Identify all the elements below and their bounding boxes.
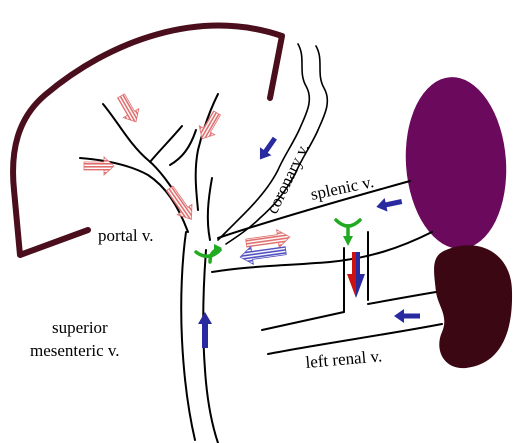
label-left-renal-vein: left renal v.: [305, 346, 383, 372]
blue-arrow: [254, 134, 280, 163]
pink-arrow: [113, 91, 144, 126]
pink-arrow: [162, 183, 199, 224]
blue-arrow: [198, 312, 212, 348]
spleen: [400, 74, 512, 253]
blue-arrow: [375, 195, 403, 214]
green-arrow: [196, 244, 222, 262]
label-superior: superior: [52, 318, 108, 337]
label-mesenteric-vein: mesenteric v.: [30, 341, 120, 360]
blue-arrow: [394, 309, 420, 323]
left-kidney: [434, 245, 512, 368]
left-renal-vein: [262, 292, 442, 354]
liver-outline: [13, 26, 282, 255]
green-arrow: [336, 220, 360, 246]
label-portal-vein: portal v.: [98, 226, 154, 245]
